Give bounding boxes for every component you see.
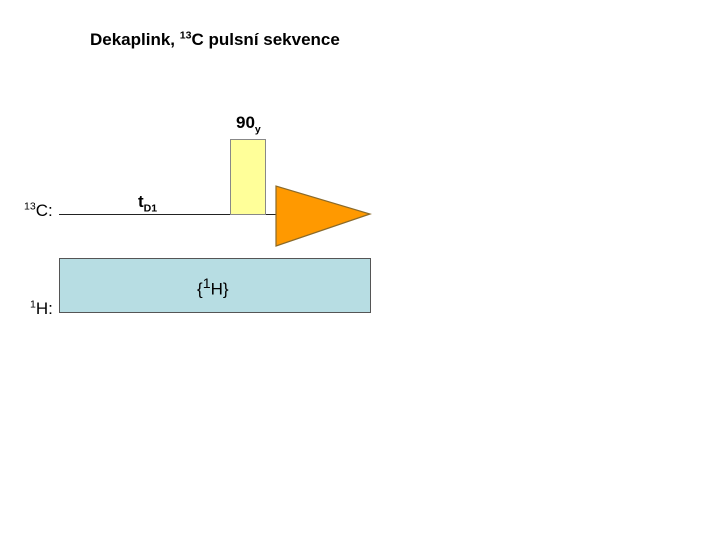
- h1-channel-label: 1H:: [30, 298, 53, 318]
- c13-channel-label: 13C:: [24, 200, 53, 220]
- diagram-title: Dekaplink, 13C pulsní sekvence: [90, 29, 340, 49]
- delay-label: tD1: [138, 192, 158, 215]
- acquisition-fid-triangle: [275, 185, 372, 247]
- pulse-label: 90y: [236, 113, 261, 136]
- h1-decoupling-block: [59, 258, 371, 313]
- decoupling-label: {1H}: [197, 276, 229, 299]
- c13-channel-line: [59, 214, 277, 215]
- 90-degree-pulse: [230, 139, 266, 215]
